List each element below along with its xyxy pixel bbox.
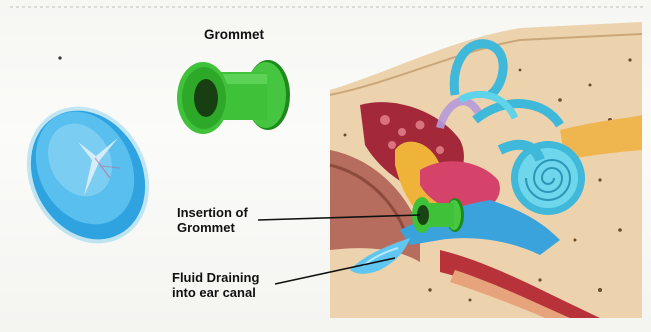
insertion-label-line2: Grommet: [177, 220, 248, 235]
insertion-label-line1: Insertion of: [177, 205, 248, 220]
fluid-label-line2: into ear canal: [172, 285, 259, 300]
ear-cross-section: [330, 22, 642, 318]
fluid-label-line1: Fluid Draining: [172, 270, 259, 285]
insertion-of-grommet-label: Insertion of Grommet: [177, 205, 248, 235]
eardrum-illustration: [3, 85, 172, 265]
fluid-draining-label: Fluid Draining into ear canal: [172, 270, 259, 300]
grommet-title: Grommet: [204, 27, 264, 42]
speck: [58, 56, 61, 59]
grommet-illustration: [177, 60, 290, 134]
grommet-title-text: Grommet: [204, 27, 264, 42]
